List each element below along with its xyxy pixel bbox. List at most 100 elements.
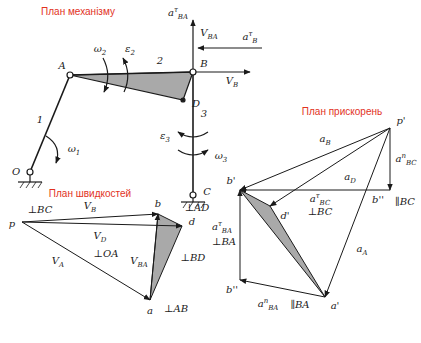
point-label: 3 bbox=[201, 109, 207, 119]
point-label: C bbox=[203, 187, 211, 197]
point-label: 1 bbox=[37, 115, 43, 125]
point-label: aτBC bbox=[310, 193, 330, 207]
label-text: ⊥AD bbox=[185, 202, 210, 213]
label-text: A bbox=[58, 60, 65, 71]
point-label: ε2 bbox=[125, 44, 135, 57]
label-text: d' bbox=[280, 210, 289, 221]
point-label: O bbox=[12, 167, 20, 177]
velocity-plan-line bbox=[22, 214, 158, 222]
label-part: V bbox=[130, 255, 137, 266]
label-text: План прискорень bbox=[302, 106, 382, 117]
label-part: B bbox=[233, 81, 238, 89]
label-part: a bbox=[168, 7, 174, 18]
label-text: ⊥AB bbox=[164, 303, 188, 314]
point-label: VBA bbox=[130, 256, 147, 269]
label-part: τ bbox=[248, 30, 252, 38]
plan-title: План швидкостей bbox=[49, 189, 131, 199]
mechanism-plan-line bbox=[67, 72, 73, 78]
label-part: ε bbox=[160, 130, 165, 141]
label-part: 2 bbox=[130, 49, 134, 57]
label-part: a bbox=[310, 193, 316, 204]
velocity-plan-line bbox=[150, 214, 182, 300]
label-text: 1 bbox=[37, 114, 43, 125]
plan-title: План прискорень bbox=[302, 107, 382, 117]
point-label: VA bbox=[52, 256, 64, 269]
label-text: b' bbox=[226, 175, 235, 186]
label-text: d bbox=[189, 216, 195, 227]
label-part: ω bbox=[215, 150, 223, 161]
point-label: VB bbox=[84, 201, 96, 214]
point-label: ∥BC bbox=[395, 197, 415, 207]
mechanism-plan-line bbox=[30, 75, 70, 172]
label-part: τ bbox=[218, 220, 222, 228]
point-label: ⊥AD bbox=[185, 203, 210, 213]
point-label: aA bbox=[356, 244, 367, 257]
point-label: ω2 bbox=[94, 44, 107, 57]
label-part: V bbox=[52, 255, 59, 266]
label-part: V bbox=[200, 27, 207, 38]
velocity-plan-line bbox=[22, 222, 150, 300]
point-label: anBC bbox=[395, 153, 416, 167]
point-label: b' bbox=[226, 176, 235, 186]
label-text: p bbox=[9, 218, 15, 229]
point-label: ⊥AB bbox=[164, 304, 188, 314]
acceleration-plan bbox=[240, 128, 390, 297]
point-label: ⊥OA bbox=[94, 249, 119, 259]
label-part: B bbox=[91, 206, 96, 214]
acceleration-plan-line bbox=[240, 190, 241, 280]
label-part: BC bbox=[406, 159, 417, 167]
point-label: d bbox=[189, 217, 195, 227]
label-part: BA bbox=[222, 227, 232, 235]
point-label: ε3 bbox=[160, 131, 170, 144]
mechanism-plan-line bbox=[192, 72, 194, 195]
label-text: C bbox=[203, 186, 211, 197]
label-text: 2 bbox=[157, 55, 163, 66]
label-part: 3 bbox=[223, 156, 227, 164]
label-text: a bbox=[147, 305, 153, 316]
label-part: D bbox=[101, 236, 107, 244]
label-part: ω bbox=[94, 43, 102, 54]
label-text: B bbox=[200, 58, 207, 69]
point-label: p' bbox=[396, 116, 405, 126]
label-part: B bbox=[325, 139, 330, 147]
label-part: BA bbox=[268, 304, 278, 312]
label-text: b'' bbox=[226, 284, 238, 295]
mechanism-plan-line bbox=[27, 169, 33, 175]
point-label: ⊥BA bbox=[212, 237, 236, 247]
mechanism-plan-line bbox=[181, 98, 185, 102]
label-text: ⊥BA bbox=[212, 236, 236, 247]
mechanism-plan-line bbox=[70, 72, 193, 75]
point-label: b bbox=[155, 199, 161, 209]
point-label: aB bbox=[319, 134, 330, 147]
point-label: d' bbox=[280, 211, 289, 221]
label-part: BA bbox=[138, 261, 148, 269]
mechanism-plan-line bbox=[192, 20, 193, 69]
point-label: ω1 bbox=[68, 144, 81, 157]
label-part: BA bbox=[178, 13, 188, 21]
label-text: ⊥BC bbox=[28, 204, 53, 215]
velocity-plan bbox=[22, 214, 182, 300]
mechanism-plan-line bbox=[178, 132, 208, 137]
label-part: D bbox=[350, 177, 356, 185]
point-label: D bbox=[192, 99, 200, 109]
label-part: BC bbox=[320, 199, 331, 207]
point-label: p bbox=[9, 219, 15, 229]
mechanism-plan-line bbox=[196, 71, 250, 72]
label-part: ε bbox=[125, 43, 130, 54]
label-part: n bbox=[401, 152, 406, 160]
mechanism-plan-line bbox=[46, 136, 58, 163]
point-label: aτBA bbox=[168, 7, 188, 21]
label-text: ⊥BD bbox=[181, 252, 206, 263]
point-label: VB bbox=[226, 76, 238, 89]
label-text: D bbox=[192, 98, 200, 109]
point-label: ∥BA bbox=[290, 300, 309, 310]
label-part: V bbox=[94, 230, 101, 241]
acceleration-plan-line bbox=[240, 128, 390, 190]
label-text: O bbox=[12, 166, 20, 177]
mechanism-plan-line bbox=[70, 72, 193, 100]
label-part: a bbox=[319, 133, 325, 144]
label-text: b bbox=[155, 198, 161, 209]
point-label: b'' bbox=[372, 195, 384, 205]
velocity-plan-line bbox=[22, 222, 182, 226]
